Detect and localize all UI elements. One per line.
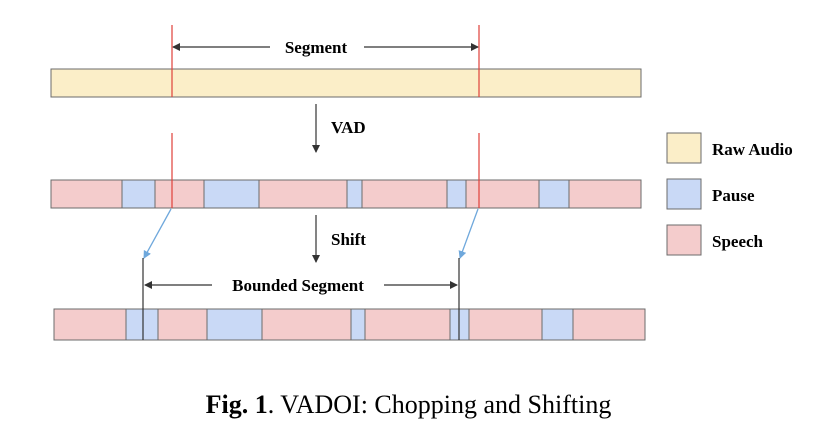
pause-block-9 (541, 308, 574, 341)
bounded-segment-span: Bounded Segment (144, 276, 458, 295)
raw-audio-bar (50, 68, 642, 98)
speech-block-10 (568, 179, 642, 209)
shift-arrow-left (143, 208, 172, 259)
pause-block-5 (350, 308, 366, 341)
shifted-bar (53, 308, 646, 341)
caption-fig-number: Fig. 1 (205, 390, 268, 419)
legend-label-pause: Pause (712, 186, 755, 205)
diagram-svg: Segment VAD Shift Bounded Segment Raw Au… (50, 25, 793, 341)
speech-block-2 (157, 308, 208, 341)
legend: Raw Audio Pause Speech (666, 132, 793, 256)
segment-label: Segment (285, 38, 348, 57)
speech-block-0 (53, 308, 127, 341)
segment-span: Segment (172, 38, 479, 57)
speech-block-4 (261, 308, 352, 341)
pause-block-3 (203, 179, 260, 209)
pause-block-3 (206, 308, 263, 341)
speech-block-6 (361, 179, 448, 209)
figure-caption: Fig. 1. VADOI: Chopping and Shifting (0, 390, 817, 420)
pause-block-9 (538, 179, 570, 209)
pause-block-7 (446, 179, 467, 209)
vad-bar (50, 179, 642, 209)
legend-swatch-pause (666, 178, 702, 210)
pause-block-5 (346, 179, 363, 209)
legend-swatch-speech (666, 224, 702, 256)
speech-block-4 (258, 179, 348, 209)
legend-label-speech: Speech (712, 232, 764, 251)
bounded-segment-label: Bounded Segment (232, 276, 364, 295)
vad-label: VAD (331, 118, 366, 137)
pause-block-1 (121, 179, 156, 209)
legend-label-raw-audio: Raw Audio (712, 140, 793, 159)
speech-block-8 (468, 308, 543, 341)
shift-label: Shift (331, 230, 366, 249)
speech-block-6 (364, 308, 451, 341)
speech-block-0 (50, 179, 123, 209)
shift-arrow-right (458, 208, 479, 259)
speech-block-10 (572, 308, 646, 341)
speech-block-8 (465, 179, 540, 209)
legend-swatch-raw-audio (666, 132, 702, 164)
speech-block-2 (154, 179, 205, 209)
caption-text: . VADOI: Chopping and Shifting (267, 390, 612, 419)
pause-block-1 (125, 308, 159, 341)
